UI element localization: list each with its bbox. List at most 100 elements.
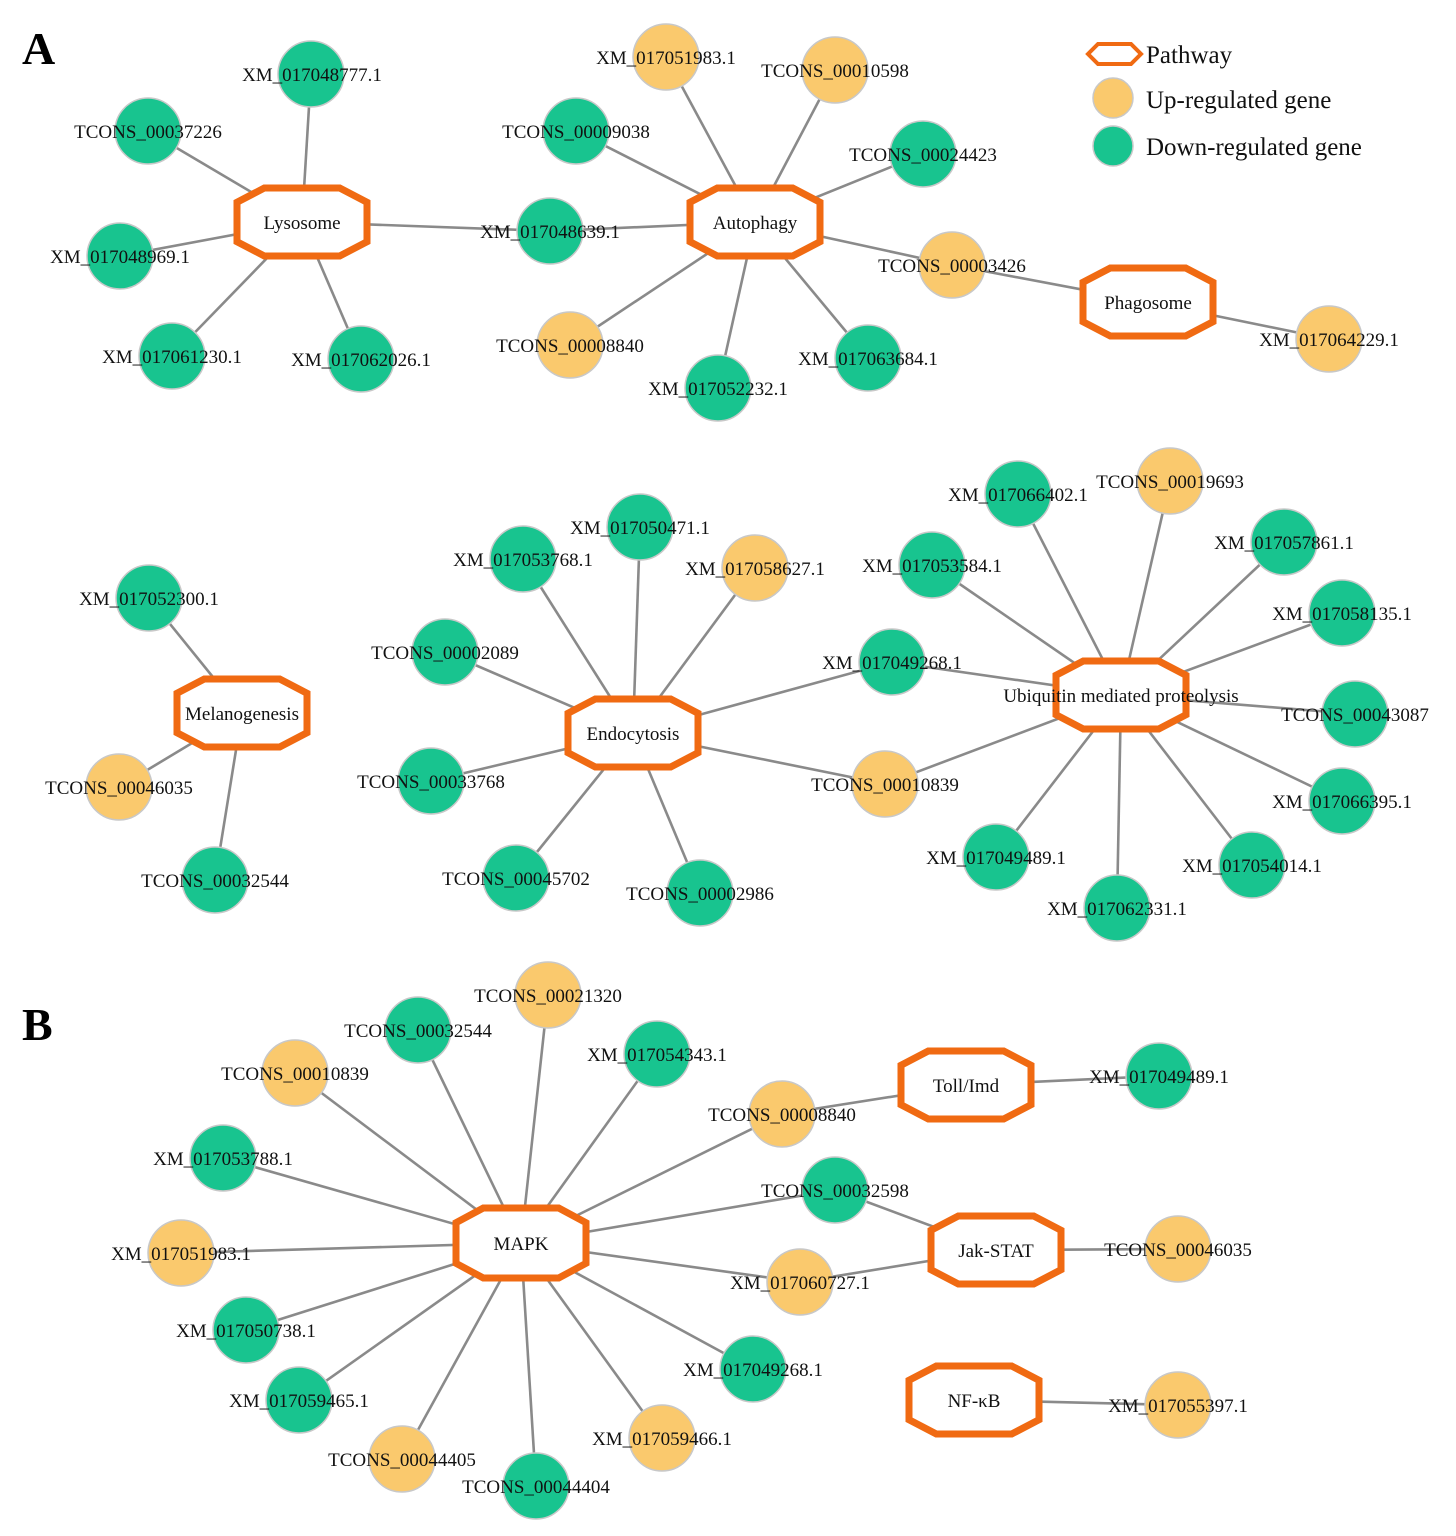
gene-label-a9: TCONS_00009038	[502, 122, 650, 143]
gene-node-e1	[489, 525, 557, 593]
gene-label-e4: TCONS_00002089	[371, 643, 519, 664]
legend: Pathway Up-regulated gene Down-regulated…	[1085, 42, 1362, 167]
gene-node-b12	[212, 1296, 280, 1364]
gene-node-a7	[632, 23, 700, 91]
gene-node-b1	[514, 961, 582, 1029]
gene-label-b17: XM_017059466.1	[592, 1429, 732, 1450]
gene-node-e3	[721, 534, 789, 602]
pathway-node-mapk	[452, 1204, 590, 1282]
gene-node-b17	[628, 1404, 696, 1472]
gene-node-a10	[889, 120, 957, 188]
gene-node-a9	[542, 97, 610, 165]
pathway-label-ubiquitin: Ubiquitin mediated proteolysis	[1003, 686, 1238, 707]
gene-label-a3: XM_017048969.1	[50, 247, 190, 268]
gene-node-a5	[327, 325, 395, 393]
gene-node-b16	[502, 1452, 570, 1520]
pathway-label-tollimd: Toll/Imd	[933, 1076, 1000, 1097]
gene-node-u2	[1136, 447, 1204, 515]
gene-node-u3	[1250, 508, 1318, 576]
gene-label-e7: TCONS_00002986	[626, 884, 774, 905]
gene-label-u4: XM_017053584.1	[862, 556, 1002, 577]
gene-node-b5	[189, 1124, 257, 1192]
gene-label-u1: XM_017066402.1	[948, 485, 1088, 506]
gene-label-u8: XM_017054014.1	[1182, 856, 1322, 877]
gene-node-e7	[666, 859, 734, 927]
pathway-node-nfkb	[905, 1362, 1043, 1438]
legend-down-label: Down-regulated gene	[1146, 134, 1362, 161]
gene-node-a2	[114, 97, 182, 165]
gene-label-e9: TCONS_00010839	[811, 775, 959, 796]
pathway-node-lysosome	[233, 184, 371, 260]
pathway-label-endocytosis: Endocytosis	[587, 724, 680, 745]
legend-up-icon	[1092, 77, 1134, 119]
gene-label-b3: XM_017054343.1	[587, 1045, 727, 1066]
pathway-label-nfkb: NF-κB	[948, 1391, 1001, 1412]
gene-node-e4	[411, 618, 479, 686]
gene-label-b16: TCONS_00044404	[462, 1477, 610, 1498]
gene-node-a13	[684, 354, 752, 422]
gene-label-b8: TCONS_00032598	[761, 1181, 909, 1202]
gene-label-e8: XM_017049268.1	[822, 653, 962, 674]
gene-node-e6	[482, 844, 550, 912]
gene-label-u6: TCONS_00043087	[1281, 705, 1429, 726]
gene-node-u1	[984, 460, 1052, 528]
gene-node-b10	[766, 1248, 834, 1316]
gene-node-u10	[962, 823, 1030, 891]
gene-label-b4: TCONS_00010839	[221, 1064, 369, 1085]
gene-label-e1: XM_017053768.1	[453, 550, 593, 571]
node-layer	[85, 23, 1389, 1520]
pathway-node-melanogenesis	[173, 675, 311, 751]
gene-node-b18	[1144, 1371, 1212, 1439]
pathway-label-lysosome: Lysosome	[263, 213, 340, 234]
gene-label-a15: XM_017064229.1	[1259, 330, 1399, 351]
pathway-label-jakstat: Jak-STAT	[958, 1241, 1034, 1262]
gene-label-e5: TCONS_00033768	[357, 772, 505, 793]
gene-label-u10: XM_017049489.1	[926, 848, 1066, 869]
gene-node-u4	[898, 531, 966, 599]
pathway-node-endocytosis	[564, 695, 702, 771]
pathway-label-mapk: MAPK	[494, 1234, 549, 1255]
gene-node-b7	[1125, 1042, 1193, 1110]
gene-label-b13: XM_017059465.1	[229, 1391, 369, 1412]
gene-node-a8	[801, 36, 869, 104]
gene-node-a11	[918, 231, 986, 299]
gene-label-b6: TCONS_00008840	[708, 1105, 856, 1126]
edge-mapk-b1	[519, 994, 550, 1244]
pathway-label-autophagy: Autophagy	[713, 213, 798, 234]
legend-down-icon	[1092, 125, 1134, 167]
gene-label-a10: TCONS_00024423	[849, 145, 997, 166]
pathway-label-phagosome: Phagosome	[1104, 293, 1192, 314]
gene-label-b11: TCONS_00046035	[1104, 1240, 1252, 1261]
gene-node-b13	[265, 1366, 333, 1434]
gene-node-b11	[1144, 1215, 1212, 1283]
pathway-label-melanogenesis: Melanogenesis	[185, 704, 299, 725]
gene-label-e3: XM_017058627.1	[685, 559, 825, 580]
gene-node-u7	[1308, 767, 1376, 835]
gene-node-b15	[368, 1425, 436, 1493]
gene-label-a4: XM_017061230.1	[102, 347, 242, 368]
pathway-node-ubiquitin	[1052, 657, 1190, 733]
gene-label-m2: TCONS_00046035	[45, 778, 193, 799]
gene-node-a15	[1295, 305, 1363, 373]
gene-label-u5: XM_017058135.1	[1272, 604, 1412, 625]
gene-node-m2	[85, 753, 153, 821]
gene-node-a14	[834, 324, 902, 392]
gene-label-m1: XM_017052300.1	[79, 589, 219, 610]
gene-label-a11: TCONS_00003426	[878, 256, 1026, 277]
gene-node-b2	[384, 996, 452, 1064]
gene-node-b14	[719, 1335, 787, 1403]
gene-label-b2: TCONS_00032544	[344, 1021, 492, 1042]
gene-label-u7: XM_017066395.1	[1272, 792, 1412, 813]
gene-label-b12: XM_017050738.1	[176, 1321, 316, 1342]
gene-node-a1	[277, 40, 345, 108]
gene-node-a6	[516, 197, 584, 265]
legend-pathway-icon	[1085, 42, 1144, 66]
edge-mapk-b16	[519, 1242, 538, 1487]
pathway-node-jakstat	[927, 1212, 1065, 1288]
gene-label-b18: XM_017055397.1	[1108, 1396, 1248, 1417]
gene-label-e6: TCONS_00045702	[442, 869, 590, 890]
gene-label-a12: TCONS_00008840	[496, 336, 644, 357]
gene-label-b7: XM_017049489.1	[1089, 1067, 1229, 1088]
gene-label-u2: TCONS_00019693	[1096, 472, 1244, 493]
